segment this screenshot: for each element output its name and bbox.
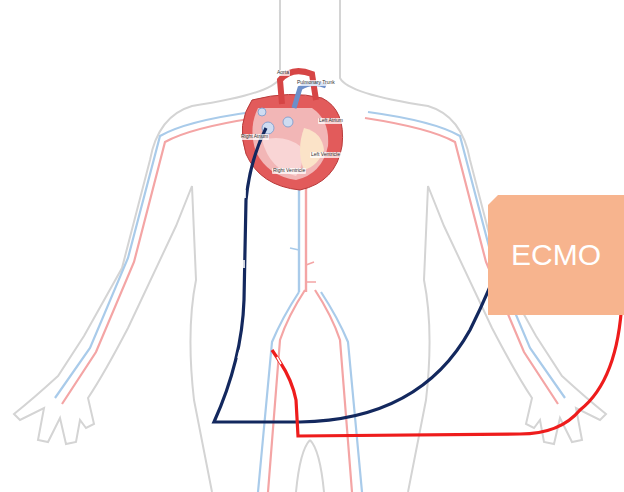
anatomy-label: Aorta [276,70,290,76]
body-left [14,0,310,492]
anatomy-label: Left Ventricle [310,152,341,158]
anatomy-label: Right Atrium [240,134,269,140]
anatomy-label: Pulmonary Trunk [296,80,336,86]
device-label: ECMO [511,238,601,272]
device-box: ECMO [488,195,624,315]
drainage-cannula [214,128,512,422]
body-right [310,0,606,492]
heart [242,71,342,190]
anatomy-label: Left Atrium [318,118,344,124]
vena-cava [298,186,300,292]
anatomy-label: Right Ventricle [272,168,306,174]
aorta-trunk [305,186,307,292]
return-cannula [272,230,624,436]
